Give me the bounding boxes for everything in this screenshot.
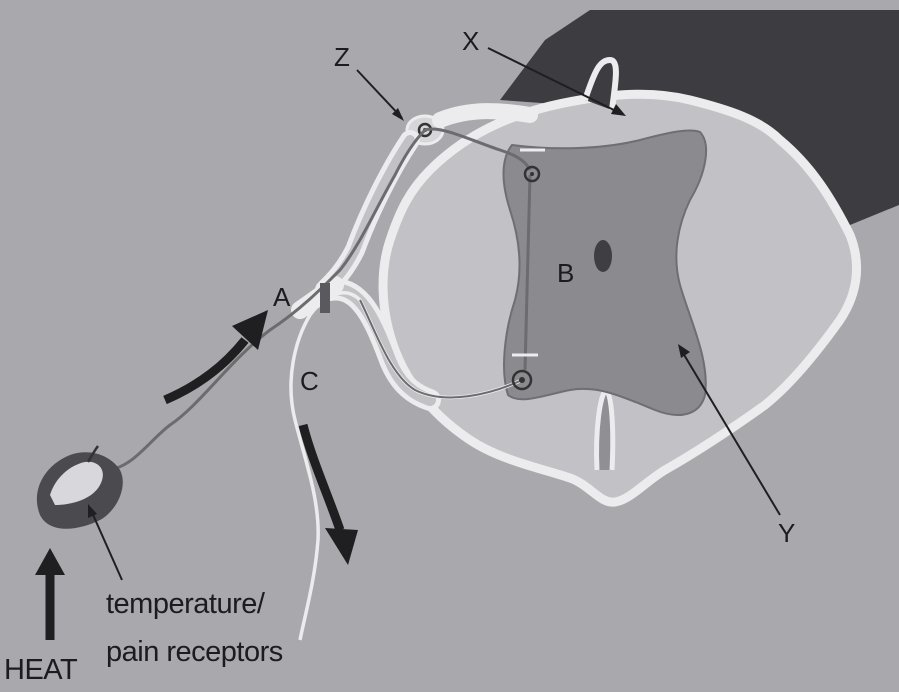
receptor-caption-line1: temperature/ [106, 590, 264, 619]
upper-neuron-nucleus [530, 172, 534, 176]
nerve-sheath-upper [440, 111, 530, 120]
receptor-caption-line2: pain receptors [106, 638, 283, 667]
label-y: Y [778, 520, 795, 546]
motor-neuron-nucleus [519, 377, 525, 383]
label-b: B [557, 260, 574, 286]
ventral-fissure [597, 390, 613, 470]
central-canal [594, 240, 612, 272]
heat-label: HEAT [4, 656, 77, 685]
grey-matter [504, 130, 707, 415]
nerve-marker [320, 283, 330, 313]
label-z: Z [334, 44, 350, 70]
label-c: C [300, 368, 319, 394]
label-x: X [462, 28, 479, 54]
label-a: A [273, 284, 290, 310]
